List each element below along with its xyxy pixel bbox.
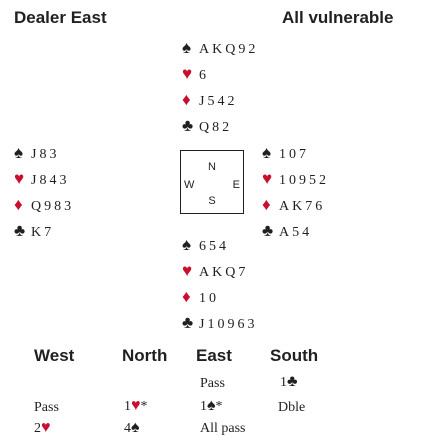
diamond-icon: ♦	[182, 287, 191, 306]
bidding-header-west: West	[34, 346, 75, 365]
hand-east: ♠ 107 ♥ 10952 ♦ AK76 ♣ A54	[262, 140, 329, 244]
heart-icon: ♥	[14, 169, 25, 188]
bidding-header-south: South	[270, 346, 319, 365]
dealer-label: Dealer East	[14, 8, 107, 27]
spade-icon: ♠	[207, 397, 216, 414]
east-diamonds: AK76	[279, 199, 326, 214]
compass-box: N W E S	[180, 150, 244, 214]
compass-east: E	[232, 179, 240, 191]
spade-icon: ♠	[182, 38, 192, 57]
bid-north-3: 4♠	[124, 419, 140, 436]
bid-south-2: Dble	[278, 400, 306, 415]
south-clubs: J10963	[199, 317, 258, 332]
bid-east-3: All pass	[200, 421, 246, 436]
spade-icon: ♠	[131, 419, 140, 436]
diamond-icon: ♦	[182, 90, 191, 109]
bid-east-1: Pass	[200, 376, 225, 391]
club-icon: ♣	[262, 221, 274, 240]
bid-north-2: 1♥*	[124, 397, 148, 414]
bid-south-1: 1♣	[280, 373, 298, 390]
west-hearts: J843	[31, 173, 70, 188]
south-diamonds: 10	[199, 291, 219, 306]
diamond-icon: ♦	[262, 195, 271, 214]
heart-icon: ♥	[131, 397, 141, 414]
spade-icon: ♠	[262, 143, 272, 162]
spade-icon: ♠	[14, 143, 24, 162]
north-clubs: Q82	[199, 120, 233, 135]
north-diamonds: J542	[199, 94, 238, 109]
heart-icon: ♥	[41, 419, 51, 436]
alert-mark: *	[215, 399, 223, 414]
heart-icon: ♥	[262, 169, 273, 188]
east-spades: 107	[279, 147, 309, 162]
club-icon: ♣	[287, 373, 298, 390]
bid-west-3: 2♥	[34, 419, 51, 436]
compass-north: N	[208, 161, 216, 173]
spade-icon: ♠	[182, 235, 192, 254]
hand-north: ♠ AKQ92 ♥ 6 ♦ J542 ♣ Q82	[182, 35, 258, 139]
compass-south: S	[208, 195, 216, 207]
bid-west-2: Pass	[34, 400, 59, 415]
club-icon: ♣	[14, 221, 26, 240]
south-hearts: AKQ7	[199, 265, 249, 280]
west-diamonds: Q983	[31, 199, 75, 214]
bidding-header-north: North	[122, 346, 168, 365]
west-clubs: K7	[31, 225, 55, 240]
club-icon: ♣	[182, 313, 194, 332]
hand-south: ♠ 654 ♥ AKQ7 ♦ 10 ♣ J10963	[182, 232, 257, 336]
west-spades: J83	[31, 147, 60, 162]
compass-west: W	[184, 179, 195, 191]
north-spades: AKQ92	[199, 42, 259, 57]
east-clubs: A54	[279, 225, 313, 240]
vulnerability-label: All vulnerable	[282, 8, 394, 27]
bidding-header-east: East	[196, 346, 232, 365]
north-hearts: 6	[199, 68, 209, 83]
east-hearts: 10952	[279, 173, 329, 188]
diamond-icon: ♦	[14, 195, 23, 214]
heart-icon: ♥	[182, 261, 193, 280]
bid-east-2: 1♠*	[200, 397, 223, 414]
south-spades: 654	[199, 239, 229, 254]
alert-mark: *	[140, 399, 148, 414]
club-icon: ♣	[182, 116, 194, 135]
hand-west: ♠ J83 ♥ J843 ♦ Q983 ♣ K7	[14, 140, 74, 244]
heart-icon: ♥	[182, 64, 193, 83]
